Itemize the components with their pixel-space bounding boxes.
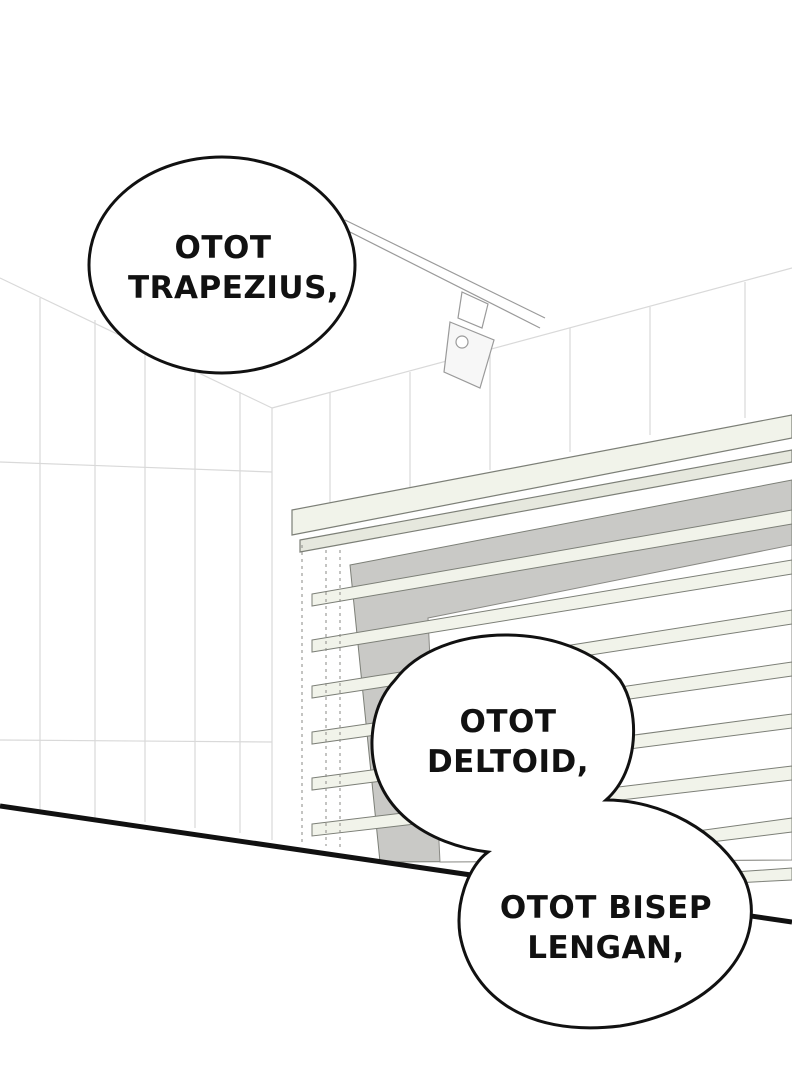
bubble-3-line-2: LENGAN, xyxy=(527,930,685,966)
bubble-2-line-2: DELTOID, xyxy=(426,744,590,780)
bubble-3-text: OTOT BISEP LENGAN, xyxy=(496,888,716,968)
bubble-1-line-2: TRAPEZIUS, xyxy=(128,270,340,306)
blind-cords xyxy=(301,545,341,848)
bubble-2-text: OTOT DELTOID, xyxy=(418,702,598,782)
blinds-headrail xyxy=(291,414,792,553)
speech-bubble-2 xyxy=(370,633,753,1030)
speech-bubble-1 xyxy=(87,155,357,375)
bubble-1-text: OTOT TRAPEZIUS, xyxy=(128,228,340,308)
bubble-2-line-1: OTOT xyxy=(459,704,557,740)
room-lines xyxy=(0,267,792,840)
bubble-3-line-1: OTOT BISEP xyxy=(499,890,713,926)
track-light xyxy=(344,219,546,389)
speech-bubbles xyxy=(87,155,753,1030)
bubble-1-line-1: OTOT xyxy=(174,230,272,266)
